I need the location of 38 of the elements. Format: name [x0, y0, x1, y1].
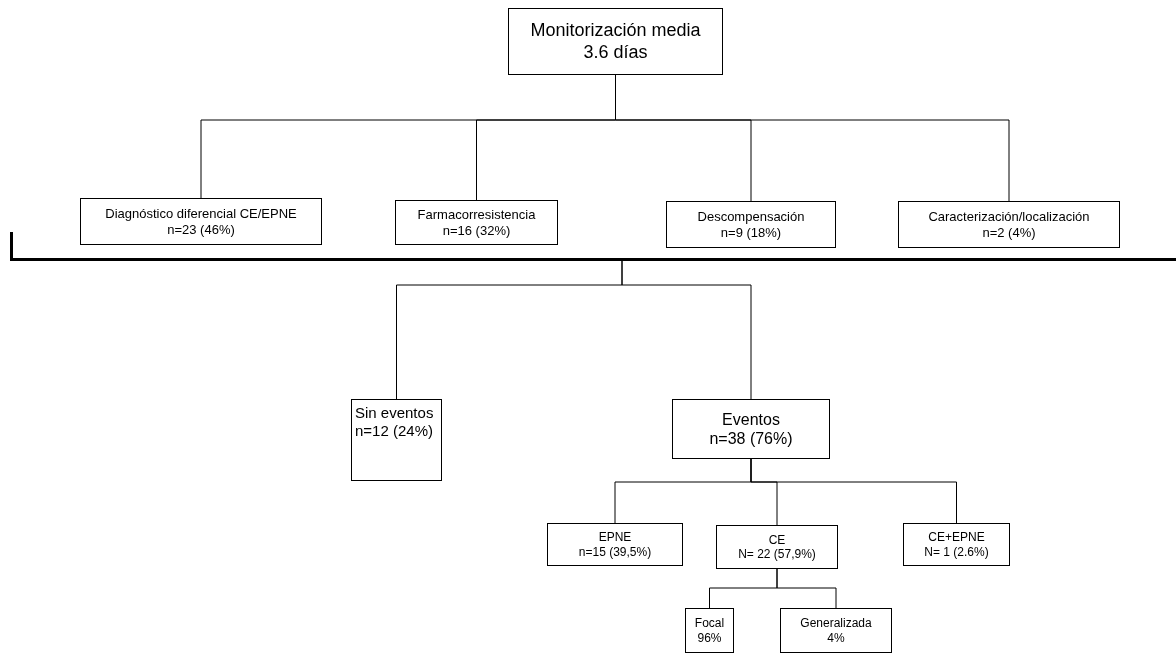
box-text: N= 1 (2.6%) [924, 544, 989, 559]
box [903, 523, 1010, 566]
box-text: 4% [827, 630, 845, 645]
box-text: Caracterización/localización [928, 208, 1090, 225]
box [547, 523, 683, 566]
box-text: n=38 (76%) [709, 429, 793, 449]
box [666, 201, 836, 248]
box [685, 608, 734, 653]
box [508, 8, 723, 75]
box-text: Eventos [722, 409, 780, 429]
box-text: 96% [697, 630, 722, 645]
box-text: Focal [694, 616, 725, 631]
box-text: Diagnóstico diferencial CE/EPNE [105, 205, 297, 222]
box-text: Descompensación [697, 208, 805, 225]
box-text: Sin eventos [355, 404, 434, 422]
box [716, 525, 838, 569]
box [351, 399, 442, 481]
connector-line [776, 568, 837, 609]
box [672, 399, 830, 459]
box-text: n=16 (32%) [442, 222, 511, 239]
box-text: CE [768, 532, 786, 547]
box-text: Farmacorresistencia [417, 206, 536, 223]
box-text: N= 22 (57,9%) [738, 547, 816, 562]
connector-line [750, 458, 957, 524]
box-text: CE+EPNE [928, 530, 985, 545]
box-text: n=2 (4%) [982, 224, 1036, 241]
box [780, 608, 892, 653]
box-text: n=12 (24%) [355, 422, 433, 440]
box [395, 200, 558, 245]
box [80, 198, 322, 245]
box-text: n=23 (46%) [167, 221, 235, 238]
connector-line [621, 260, 752, 400]
box-text: n=9 (18%) [720, 224, 782, 241]
box-text: Generalizada [800, 616, 872, 631]
box-text: Monitorización media 3.6 días [529, 19, 702, 64]
box-text: EPNE [598, 530, 632, 545]
box [898, 201, 1120, 248]
box-text: n=15 (39,5%) [578, 544, 652, 559]
